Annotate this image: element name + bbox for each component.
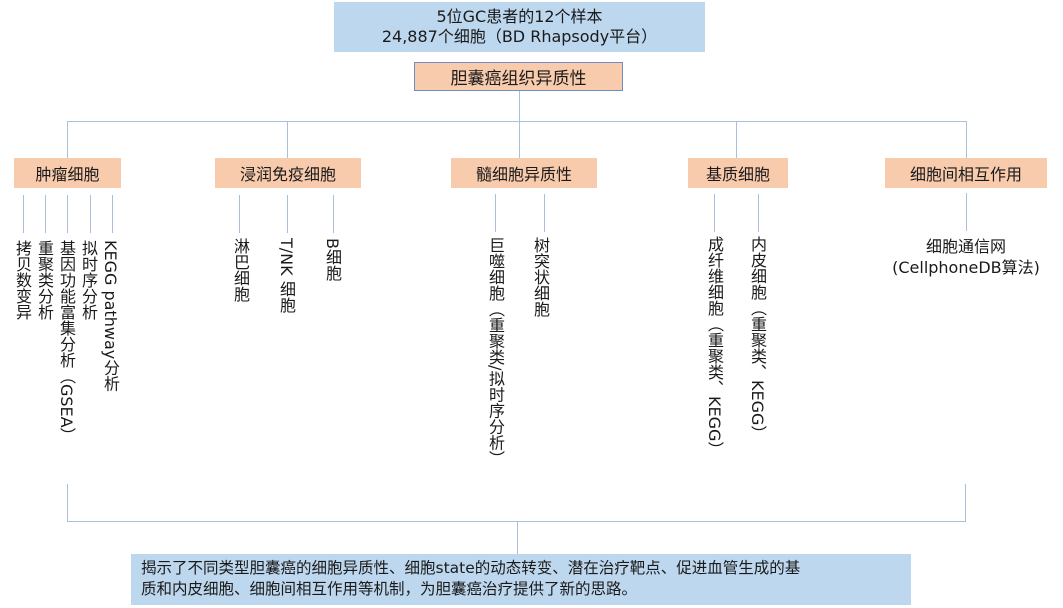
leaf-connector — [112, 195, 113, 233]
leaf-connector — [67, 195, 68, 233]
conclusion-line-2: 质和内皮细胞、细胞间相互作用等机制，为胆囊癌治疗提供了新的思路。 — [141, 580, 638, 598]
category-label: 髓细胞异质性 — [475, 165, 572, 184]
connector-drop-5 — [966, 121, 967, 159]
leaf-t-nk-cells: T/NK 细胞 — [277, 238, 296, 313]
leaf-connector — [544, 194, 545, 232]
category-label: 浸润免疫细胞 — [239, 165, 336, 184]
leaf-connector — [714, 194, 715, 232]
category-stromal-cells: 基质细胞 — [688, 158, 788, 188]
connector-drop-4 — [736, 121, 737, 159]
category-cell-interaction: 细胞间相互作用 — [885, 158, 1047, 188]
leaf-connector — [333, 195, 334, 233]
leaf-pseudotime: 拟时序分析 — [79, 240, 98, 320]
leaf-fibroblasts: 成纤维细胞（重聚类、KEGG） — [705, 236, 724, 458]
category-label: 肿瘤细胞 — [35, 165, 100, 184]
leaf-cell-communication: 细胞通信网 (CellphoneDB算法) — [876, 236, 1056, 278]
leaf-cell-communication-line-2: (CellphoneDB算法) — [892, 258, 1040, 277]
category-label: 基质细胞 — [705, 165, 770, 184]
category-immune-cells: 浸润免疫细胞 — [215, 158, 361, 188]
connector-root-down — [519, 91, 520, 122]
leaf-connector — [495, 194, 496, 232]
header-line-1: 5位GC患者的12个样本 — [436, 7, 603, 26]
leaf-connector — [90, 195, 91, 233]
leaf-b-cells: B细胞 — [323, 238, 342, 281]
connector-top-bar — [67, 121, 966, 122]
leaf-connector — [966, 193, 967, 231]
header-line-2: 24,887个细胞（BD Rhapsody平台） — [381, 27, 658, 46]
category-tumor-cells: 肿瘤细胞 — [14, 158, 121, 188]
connector-drop-2 — [287, 121, 288, 159]
category-myeloid-heterogeneity: 髓细胞异质性 — [451, 158, 597, 188]
connector-bottom-bar — [67, 521, 966, 522]
category-label: 细胞间相互作用 — [909, 165, 1022, 184]
leaf-cell-communication-line-1: 细胞通信网 — [925, 237, 1006, 256]
leaf-lymphocytes: 淋巴细胞 — [231, 238, 250, 302]
connector-bottom-down — [517, 521, 518, 554]
connector-bottom-left — [67, 484, 68, 522]
leaf-connector — [239, 195, 240, 233]
conclusion-line-1: 揭示了不同类型胆囊癌的细胞异质性、细胞state的动态转变、潜在治疗靶点、促进血… — [141, 559, 801, 577]
leaf-reclustering: 重聚类分析 — [35, 240, 54, 320]
leaf-connector — [45, 195, 46, 233]
leaf-dendritic-cells: 树突状细胞 — [531, 237, 550, 317]
leaf-macrophages: 巨噬细胞（重聚类/拟时序分析） — [486, 237, 505, 467]
leaf-connector — [287, 195, 288, 233]
leaf-endothelial-cells: 内皮细胞（重聚类、KEGG） — [748, 236, 767, 442]
header-box: 5位GC患者的12个样本 24,887个细胞（BD Rhapsody平台） — [334, 2, 705, 52]
root-label: 胆囊癌组织异质性 — [450, 69, 587, 89]
leaf-connector — [23, 195, 24, 233]
root-node: 胆囊癌组织异质性 — [414, 62, 623, 91]
connector-drop-3 — [519, 121, 520, 171]
connector-bottom-right — [965, 484, 966, 522]
connector-drop-1 — [67, 121, 68, 159]
conclusion-box: 揭示了不同类型胆囊癌的细胞异质性、细胞state的动态转变、潜在治疗靶点、促进血… — [131, 554, 911, 605]
leaf-gsea: 基因功能富集分析（GSEA） — [57, 240, 76, 444]
leaf-copy-number-variation: 拷贝数变异 — [13, 240, 32, 320]
leaf-kegg-pathway: KEGG pathway分析 — [101, 240, 120, 392]
leaf-connector — [758, 194, 759, 232]
